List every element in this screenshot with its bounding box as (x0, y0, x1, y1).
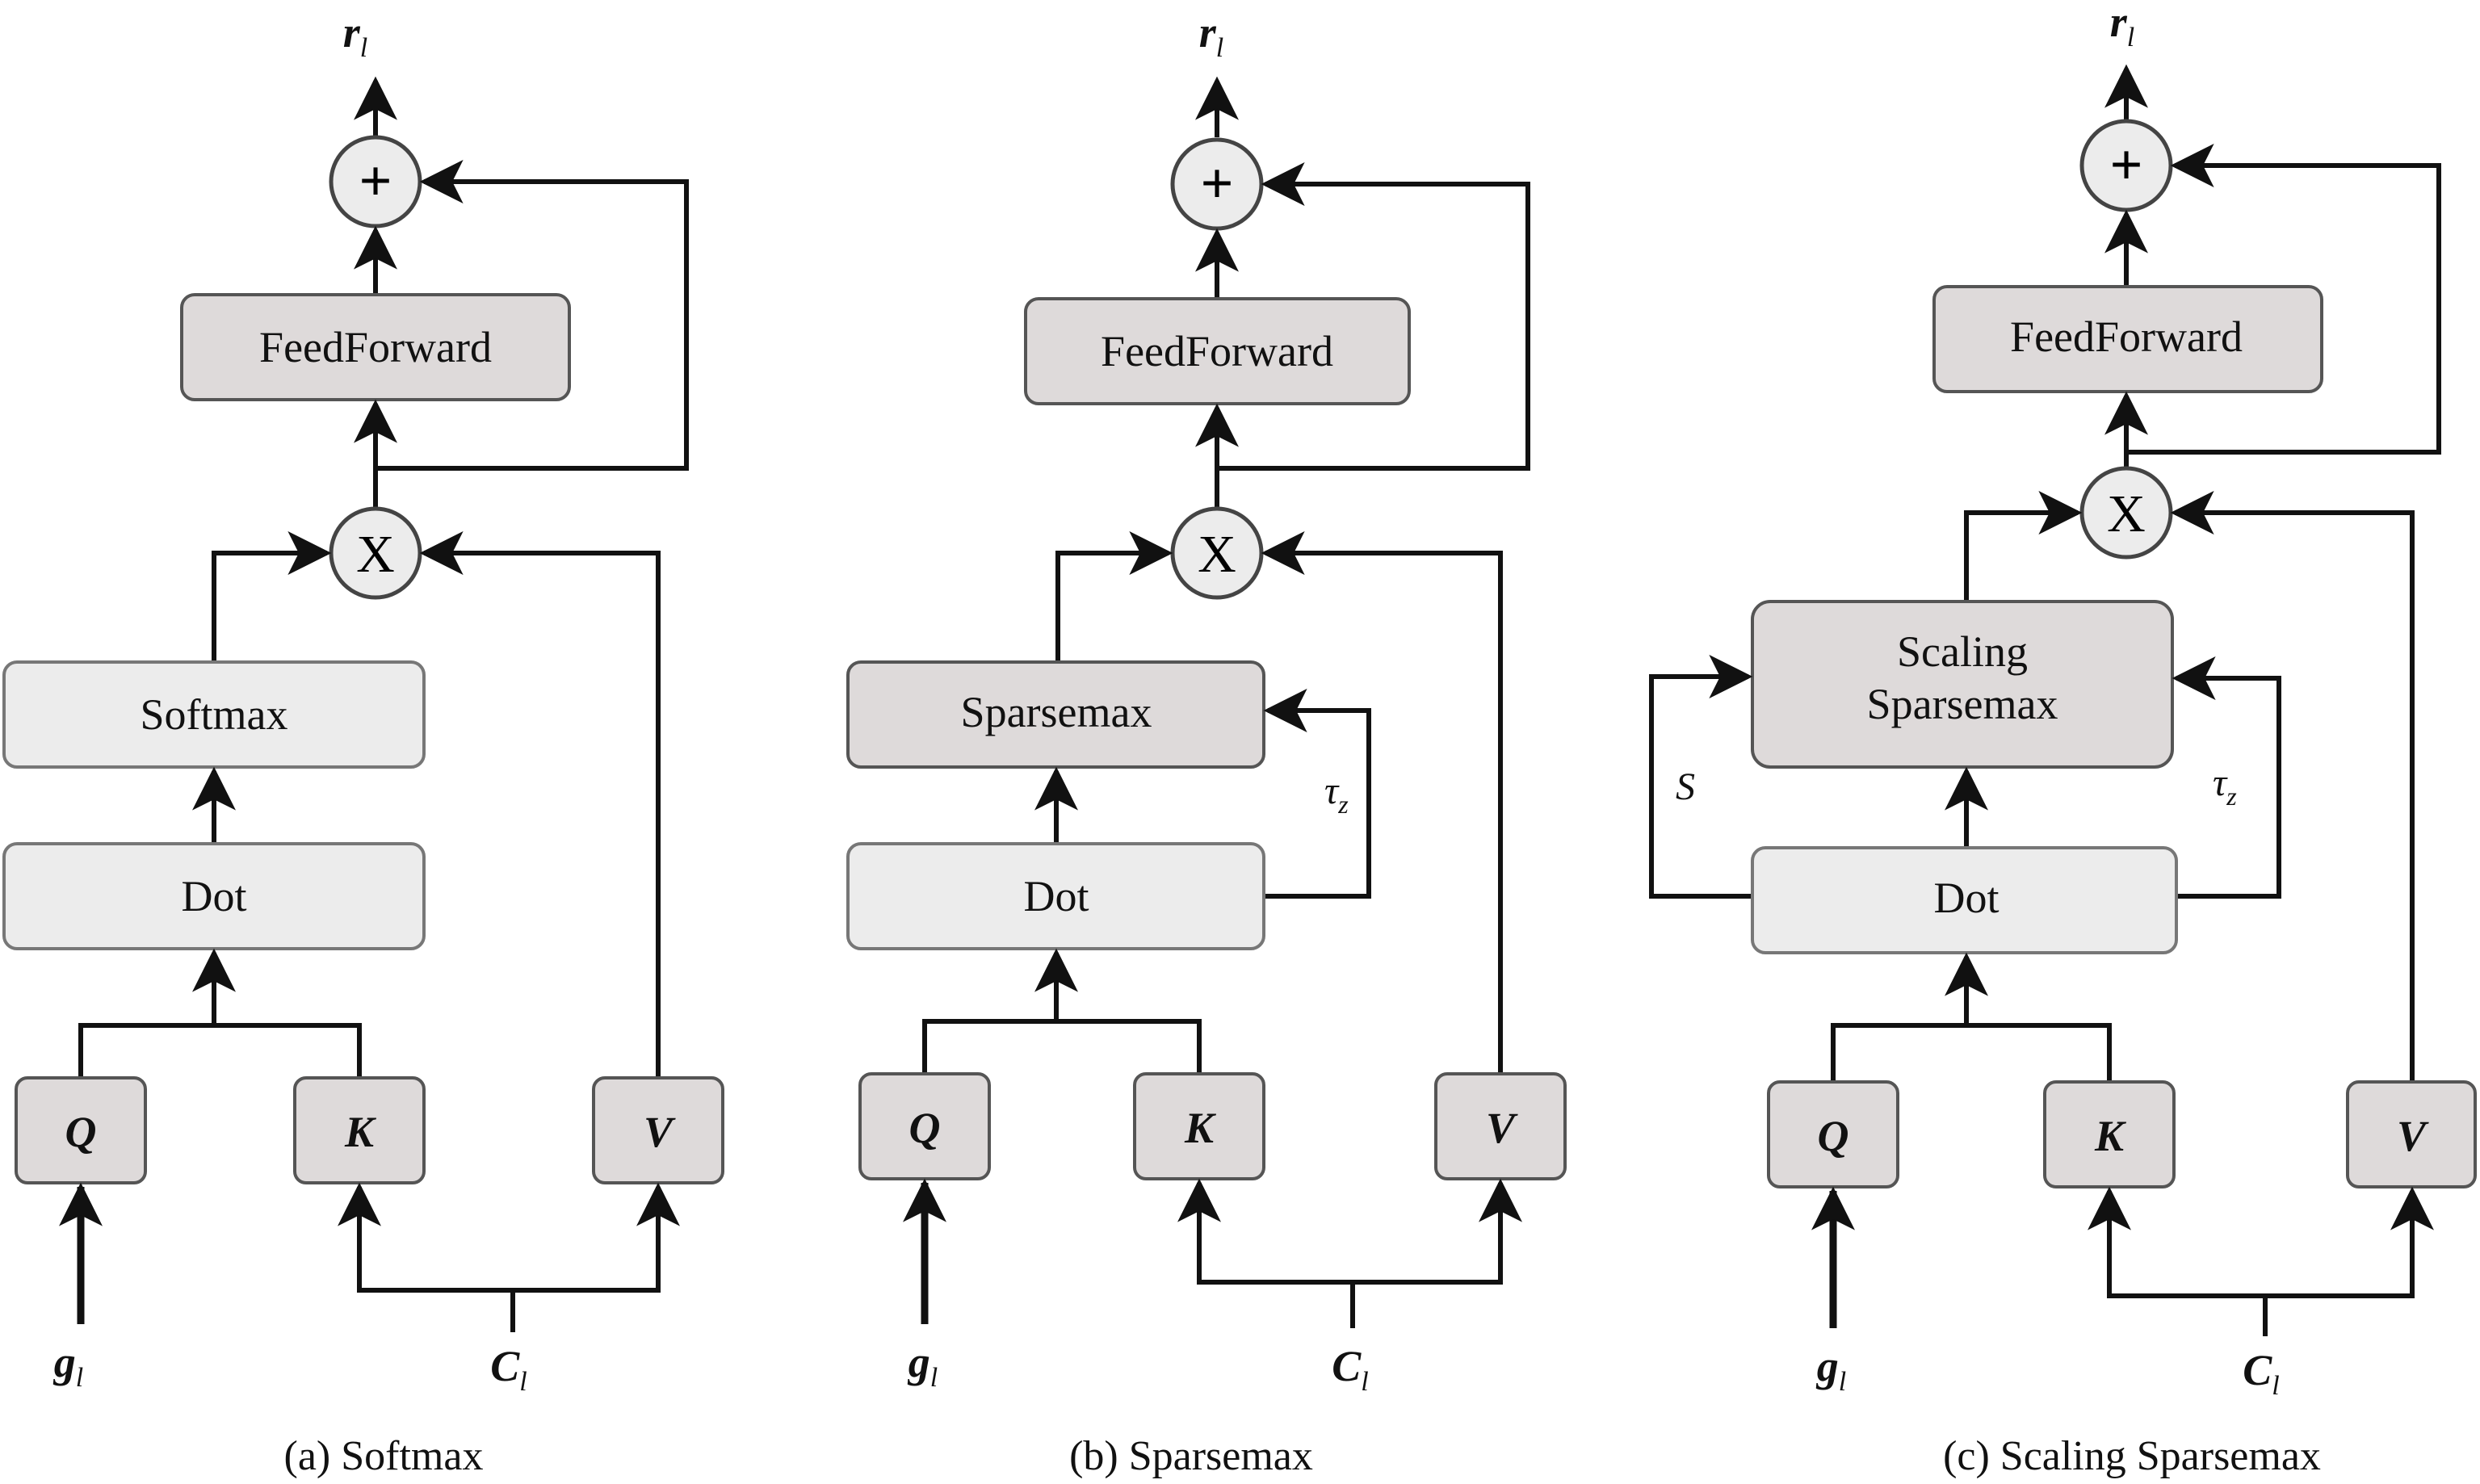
dot-label: Dot (1024, 872, 1089, 920)
output-label: rl (1199, 8, 1223, 63)
input-g-label: gl (1816, 1342, 1846, 1397)
feedforward-label: FeedForward (2010, 312, 2243, 361)
tau-label: τz (2213, 761, 2237, 811)
s-label: S (1676, 765, 1695, 808)
add-symbol: + (2109, 132, 2142, 197)
query-label: Q (909, 1104, 941, 1152)
input-c-label: Cl (490, 1342, 527, 1397)
key-label: K (1184, 1104, 1217, 1152)
multiply-symbol: X (1198, 525, 1236, 584)
value-label: V (644, 1108, 676, 1156)
sparsemax-label: Sparsemax (1867, 680, 2058, 728)
input-g-label: gl (908, 1338, 938, 1393)
value-label: V (1486, 1104, 1518, 1152)
query-label: Q (65, 1108, 97, 1156)
dot-label: Dot (1934, 874, 2000, 922)
caption: (b) Sparsemax (1069, 1433, 1313, 1479)
input-c-label: Cl (2243, 1346, 2279, 1401)
panel-softmax: rl + FeedForward X Softmax Dot Q (2, 8, 724, 1479)
key-label: K (344, 1108, 377, 1156)
panel-sparsemax: rl + FeedForward X Sparsemax τz Dot Q K … (846, 8, 1567, 1479)
panel-scaling-sparsemax: rl + FeedForward X Scaling Sparsemax S τ… (1649, 0, 2477, 1479)
softmax-label: Softmax (141, 690, 288, 739)
multiply-symbol: X (2107, 484, 2146, 543)
output-label: rl (343, 8, 367, 63)
sparsemax-label: Sparsemax (961, 688, 1152, 736)
input-g-label: gl (53, 1338, 83, 1393)
scaling-label: Scaling (1897, 627, 2028, 676)
input-c-label: Cl (1332, 1342, 1368, 1397)
feedforward-label: FeedForward (259, 323, 492, 371)
key-label: K (2094, 1112, 2127, 1160)
query-label: Q (1818, 1112, 1849, 1160)
caption: (c) Scaling Sparsemax (1943, 1433, 2321, 1479)
add-symbol: + (1200, 151, 1233, 216)
feedforward-label: FeedForward (1101, 327, 1333, 375)
tau-label: τz (1324, 769, 1349, 819)
value-label: V (2397, 1112, 2429, 1160)
caption: (a) Softmax (284, 1433, 484, 1479)
output-label: rl (2110, 0, 2134, 52)
multiply-symbol: X (356, 525, 395, 584)
dot-label: Dot (182, 872, 247, 920)
add-symbol: + (359, 149, 392, 213)
